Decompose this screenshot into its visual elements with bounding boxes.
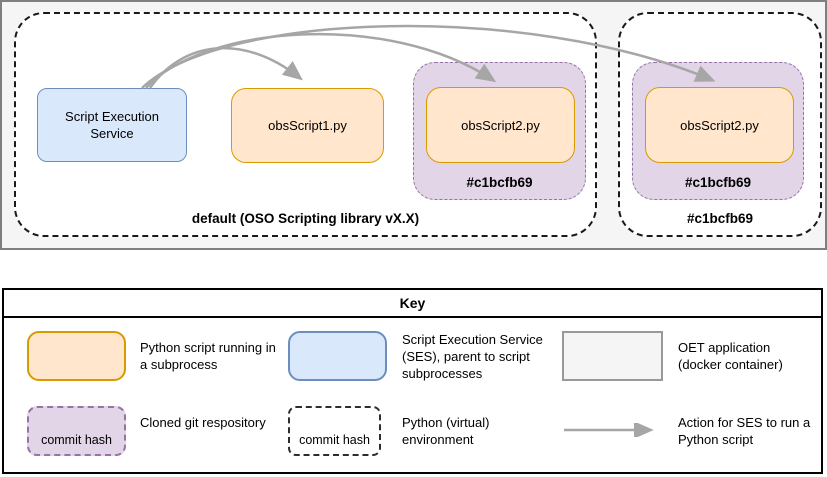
cloned-repo-swatch: commit hash — [27, 406, 126, 456]
oet-application-swatch — [562, 331, 663, 381]
key-body: Python script running in a subprocess Sc… — [4, 318, 821, 470]
cloned-repo-b: obsScript2.py #c1bcfb69 — [632, 62, 804, 200]
ses-node-label: Script Execution Service — [65, 109, 159, 141]
oet-application-container: default (OSO Scripting library vX.X) #c1… — [0, 0, 827, 250]
key-table: Key Python script running in a subproces… — [2, 288, 823, 474]
repo-b-commit-hash: #c1bcfb69 — [684, 175, 752, 190]
ses-node: Script Execution Service — [37, 88, 187, 162]
script2b-node: obsScript2.py — [645, 87, 794, 163]
python-script-swatch — [27, 331, 126, 381]
repo-a-commit-hash: #c1bcfb69 — [466, 175, 533, 190]
cloned-repo-swatch-text: commit hash — [41, 433, 112, 447]
oet-application-label: OET application (docker container) — [678, 340, 783, 372]
run-arrow-icon — [564, 423, 654, 437]
script2b-node-label: obsScript2.py — [680, 117, 759, 133]
script2a-node-label: obsScript2.py — [461, 117, 540, 133]
run-arrow-label: Action for SES to run a Python script — [678, 415, 811, 447]
key-title: Key — [4, 290, 821, 318]
venv-label: Python (virtual) environment — [402, 415, 490, 447]
script2a-node: obsScript2.py — [426, 87, 575, 163]
venv-swatch-text: commit hash — [299, 433, 370, 447]
venv-default-label: default (OSO Scripting library vX.X) — [191, 211, 420, 226]
venv-commit-label: #c1bcfb69 — [686, 211, 754, 226]
script1-node-label: obsScript1.py — [268, 118, 347, 133]
venv-swatch: commit hash — [288, 406, 381, 456]
script1-node: obsScript1.py — [231, 88, 384, 163]
cloned-repo-a: obsScript2.py #c1bcfb69 — [413, 62, 586, 200]
cloned-repo-label: Cloned git respository — [140, 415, 266, 430]
ses-swatch — [288, 331, 387, 381]
ses-label: Script Execution Service (SES), parent t… — [402, 332, 543, 381]
python-script-label: Python script running in a subprocess — [140, 340, 276, 372]
